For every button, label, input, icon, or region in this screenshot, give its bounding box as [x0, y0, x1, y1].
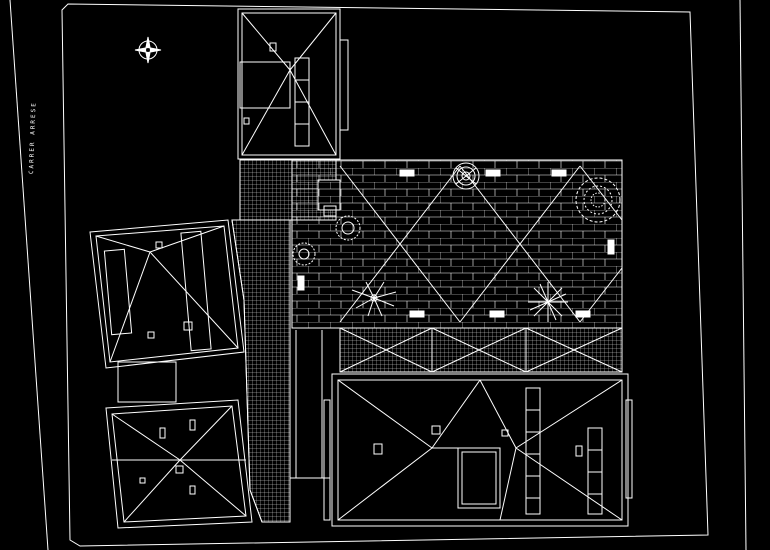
building-southwest — [105, 399, 253, 529]
walkway — [231, 219, 330, 523]
building-southeast — [323, 373, 633, 527]
street-edge-right — [739, 0, 747, 550]
building-north — [237, 8, 349, 160]
courtyard — [291, 159, 623, 329]
site-boundary — [61, 3, 709, 547]
tree-icon — [575, 177, 621, 223]
palm-icon — [528, 282, 568, 322]
building-west — [89, 219, 245, 403]
street-edge-left — [9, 0, 49, 550]
north-arrow-icon — [134, 36, 162, 64]
shrub-icon — [335, 215, 361, 241]
shrub-icon — [292, 242, 316, 266]
tree-icon — [452, 162, 480, 190]
hatch-band-south — [339, 327, 623, 373]
palm-icon — [351, 281, 397, 317]
